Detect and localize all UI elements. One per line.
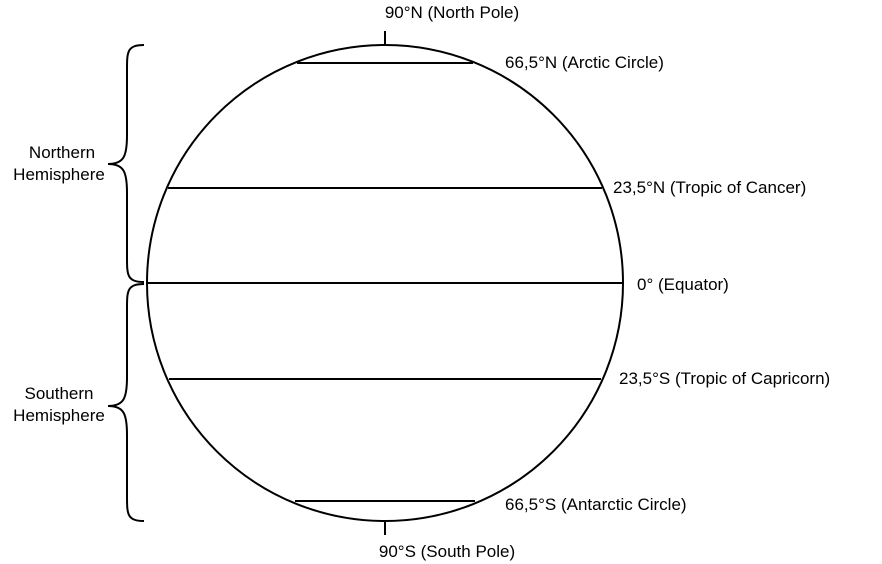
arctic-circle-label: 66,5°N (Arctic Circle) <box>505 53 664 72</box>
northern-hemisphere-brace <box>107 44 145 283</box>
equator-label: 0° (Equator) <box>637 275 729 294</box>
southern-hemisphere-label-line2: Hemisphere <box>13 406 105 425</box>
northern-hemisphere-label-line2: Hemisphere <box>13 165 105 184</box>
north-pole-label: 90°N (North Pole) <box>385 3 519 22</box>
south-pole-label: 90°S (South Pole) <box>379 542 515 561</box>
tropic-of-cancer-label: 23,5°N (Tropic of Cancer) <box>613 178 806 197</box>
southern-hemisphere-label-line1: Southern <box>25 384 94 403</box>
southern-hemisphere-brace <box>107 283 145 522</box>
antarctic-circle-label: 66,5°S (Antarctic Circle) <box>505 495 687 514</box>
tropic-of-capricorn-label: 23,5°S (Tropic of Capricorn) <box>619 369 830 388</box>
northern-hemisphere-label-line1: Northern <box>29 143 95 162</box>
